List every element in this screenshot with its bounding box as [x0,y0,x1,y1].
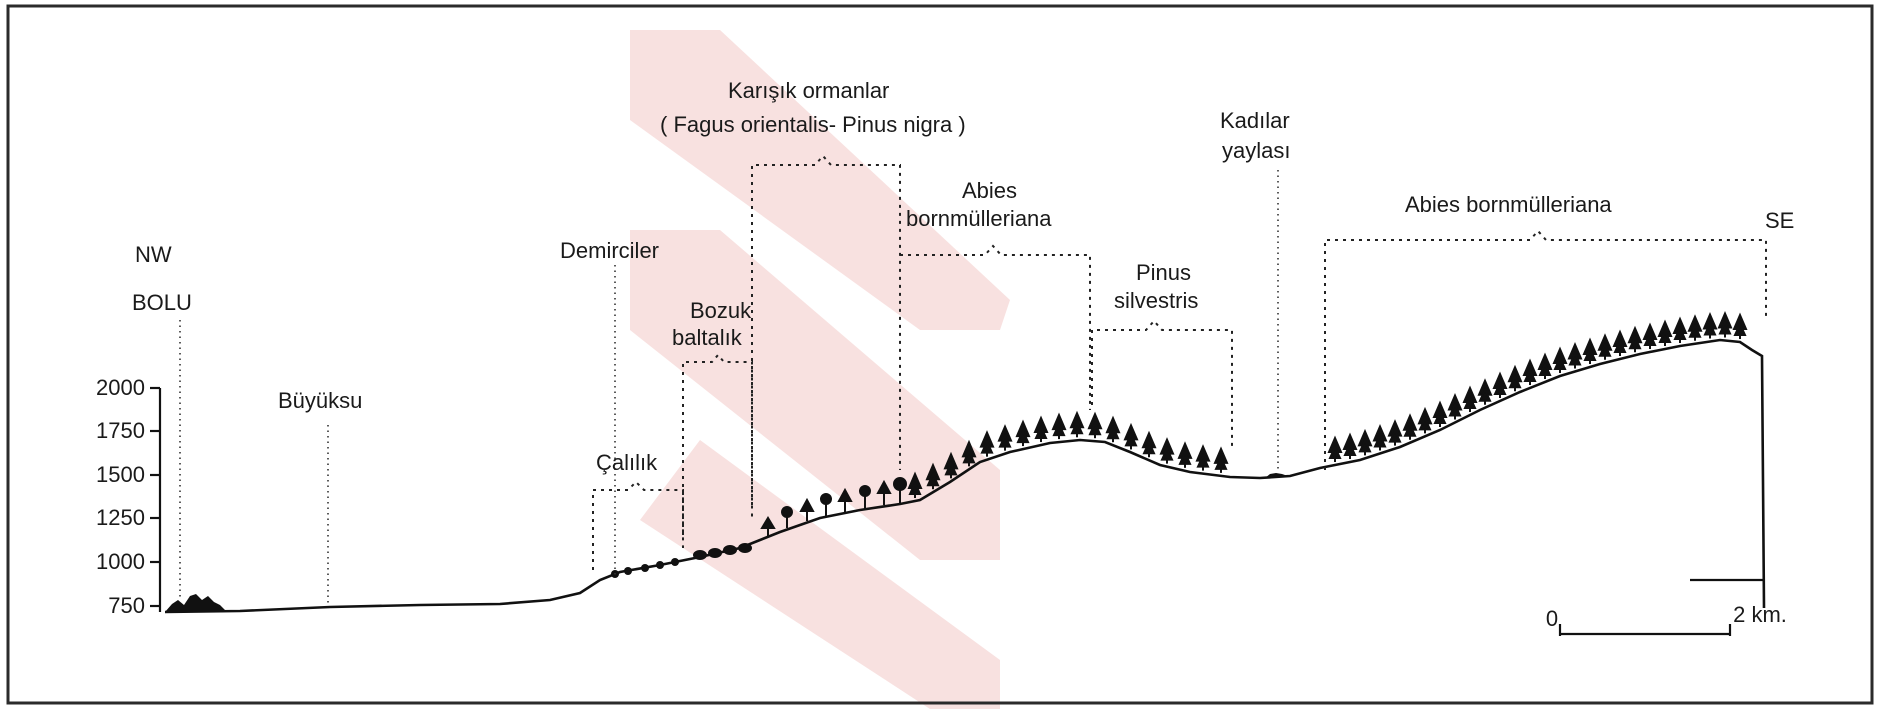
conifer-icon [1508,373,1522,389]
conifer-icon [1214,455,1228,470]
zone-abies-1-species: bornmülleriana [906,206,1052,231]
zone-karisik-species: ( Fagus orientalis- Pinus nigra ) [660,112,966,137]
zone-baltalik: baltalık [672,325,743,350]
scale-start: 0 [1546,606,1558,631]
elevation-axis: 750 1000 1250 1500 1750 2000 [96,375,162,618]
conifer-icon [944,460,958,476]
conifer-icon [1124,432,1138,447]
conifer-icon [1142,439,1156,455]
conifer-icon [1448,402,1462,417]
zone-abies-2: Abies bornmülleriana [1405,192,1612,217]
conifer-icon [1568,351,1582,366]
conifer-icon [1052,421,1066,437]
place-buyuksu: Büyüksu [278,388,362,413]
bozuk-bracket [682,353,753,535]
place-kadilar-yaylasi: yaylası [1222,138,1290,163]
conifer-icon [1688,323,1702,338]
place-kadilar: Kadılar [1220,108,1290,133]
conifer-icon [1196,453,1210,468]
conifer-icon [1493,380,1507,395]
broadleaf-tree-symbols [760,477,907,536]
conifer-icon [1160,446,1174,461]
conifer-icon [1628,334,1642,350]
zone-bozuk: Bozuk [690,298,752,323]
scale-end: 2 km. [1733,602,1787,627]
conifer-icon [1373,433,1387,448]
conifer-icon [1418,415,1432,431]
tick-label: 1750 [96,418,145,443]
conifer-icon [926,471,940,487]
pinus-bracket [1091,319,1233,448]
conifer-icon [1643,331,1657,346]
kadilar-settlement-icon [1265,473,1288,478]
conifer-icon [1088,420,1102,436]
tick-label: 1000 [96,549,145,574]
scale-bar: 0 2 km. [1546,602,1787,636]
conifer-icon [1403,422,1417,437]
conifer-icon [980,439,994,454]
zone-pinus: Pinus [1136,260,1191,285]
calilik-bracket [592,480,684,570]
place-demirciler: Demirciler [560,238,659,263]
direction-nw: NW [135,242,172,267]
karisik-bracket [751,154,901,505]
terrain-profile [164,338,1766,614]
tick-label: 1250 [96,505,145,530]
conifer-icon [1673,325,1687,340]
conifer-icon [1703,321,1717,336]
conifer-icon [1523,367,1537,382]
conifer-icon [1070,419,1084,435]
zone-calilik: Çalılık [596,450,658,475]
tick-label: 750 [108,593,145,618]
conifer-icon [1034,424,1048,440]
conifer-icon [1733,321,1747,336]
bolu-settlement-icon [165,594,226,612]
zone-abies-1: Abies [962,178,1017,203]
direction-se: SE [1765,208,1794,233]
zone-silvestris: silvestris [1114,288,1198,313]
watermark [630,30,1010,709]
conifer-icon [1718,320,1732,335]
conifer-icon [908,480,922,495]
conifer-icon [1178,450,1192,465]
frame-border [6,4,1874,705]
conifer-icon [1538,361,1552,376]
conifer-icon [1328,444,1342,459]
conifer-icon [1016,428,1030,444]
conifer-tree-symbols [907,310,1748,498]
conifer-icon [1613,338,1627,353]
conifer-icon [1106,424,1120,440]
place-bolu: BOLU [132,290,192,315]
conifer-icon [1388,428,1402,443]
conifer-icon [1553,355,1567,370]
conifer-icon [1583,346,1597,361]
conifer-icon [998,433,1012,448]
conifer-icon [962,448,976,464]
conifer-icon [1343,441,1357,456]
conifer-icon [1433,409,1447,424]
conifer-icon [1658,328,1672,343]
zone-karisik: Karışık ormanlar [728,78,889,103]
tick-label: 2000 [96,375,145,400]
tick-label: 1500 [96,462,145,487]
conifer-icon [1478,387,1492,402]
conifer-icon [1598,342,1612,357]
conifer-icon [1463,394,1477,409]
conifer-icon [1358,437,1372,453]
